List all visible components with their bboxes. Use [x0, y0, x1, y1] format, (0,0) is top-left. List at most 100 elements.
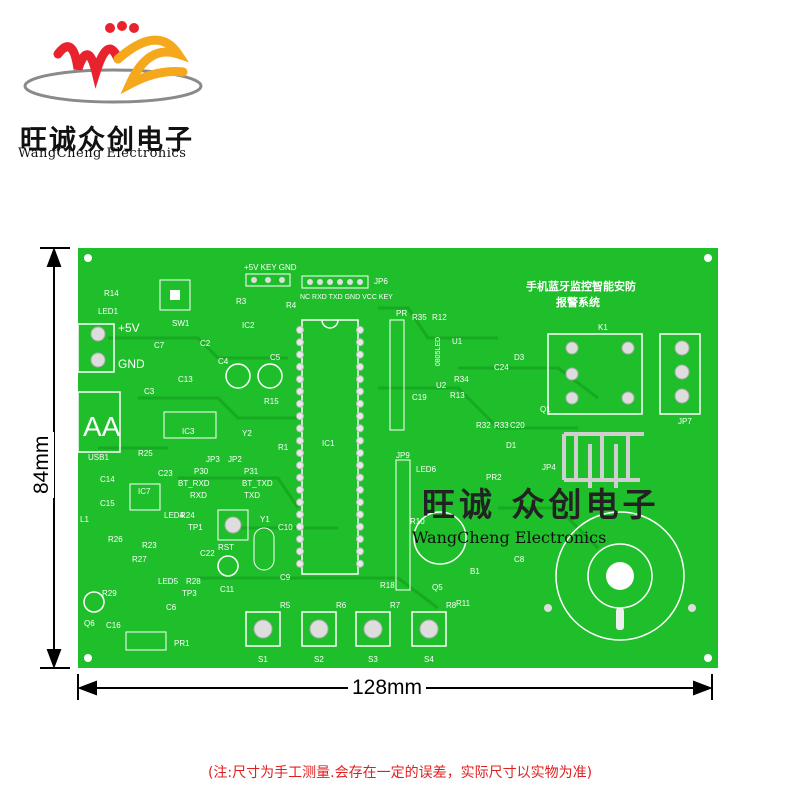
svg-text:AA: AA — [83, 411, 121, 442]
ic1-pin — [296, 522, 304, 531]
pushbutton-pad — [419, 619, 439, 639]
pcb-label: R7 — [390, 601, 401, 610]
ic1-pin — [356, 559, 364, 568]
pcb-label: C23 — [158, 469, 173, 478]
pcb-label: C5 — [270, 353, 281, 362]
pcb-label: C8 — [514, 555, 525, 564]
pcb-label: P30 — [194, 467, 209, 476]
pushbutton-footprint — [301, 611, 337, 647]
ic1-pin — [296, 412, 304, 421]
pcb-label: +5V KEY GND — [244, 263, 297, 272]
pcb-label: IC3 — [182, 427, 195, 436]
pcb-label: JP3 — [206, 455, 220, 464]
ic1-pin — [356, 326, 364, 334]
pcb-label: C16 — [106, 621, 121, 630]
pcb-label: S1 — [258, 655, 268, 664]
ic1-pin — [356, 473, 364, 482]
pcb-label: C6 — [166, 603, 177, 612]
pcb-label: TXD — [244, 491, 260, 500]
pcb-label: C2 — [200, 339, 211, 348]
pcb-label: LED5 — [158, 577, 179, 586]
pcb-label: PR2 — [486, 473, 502, 482]
ic1-pin — [296, 362, 304, 371]
ic1-pin — [356, 350, 364, 359]
pcb-label: Y2 — [242, 429, 252, 438]
pcb-label: R26 — [108, 535, 123, 544]
ic1-pin — [356, 535, 364, 544]
height-dimension: 84mm — [30, 431, 54, 498]
pcb-label: JP9 — [396, 451, 410, 460]
pcb-label: C19 — [412, 393, 427, 402]
pcb-label: C3 — [144, 387, 155, 396]
pcb-label: L1 — [80, 515, 89, 524]
pcb-label: IC2 — [242, 321, 255, 330]
pcb-label: R4 — [286, 301, 297, 310]
ic1-pin — [296, 436, 304, 445]
pcb-label: C22 — [200, 549, 215, 558]
pcb-label: IC1 — [322, 439, 335, 448]
pcb-label: C4 — [218, 357, 229, 366]
pushbutton-footprint — [355, 611, 391, 647]
pcb-label: R13 — [450, 391, 465, 400]
ic1-pin — [296, 498, 304, 507]
pcb-label: TP1 — [188, 523, 203, 532]
pcb-label: Q6 — [84, 619, 95, 628]
ic1-pin — [296, 326, 304, 334]
ic1-pin — [356, 522, 364, 531]
board-title-line2: 报警系统 — [556, 296, 600, 309]
ic1-pin — [296, 449, 304, 457]
pcb-label: R23 — [142, 541, 157, 550]
ic1-pin — [296, 375, 304, 384]
pcb-label: +5V — [118, 321, 140, 335]
pcb-label: R18 — [380, 581, 395, 590]
pcb-label: PR — [396, 309, 408, 318]
pcb-label: C11 — [220, 585, 235, 594]
watermark-en: WangCheng Electronics — [412, 528, 607, 547]
pcb-label: C14 — [100, 475, 115, 484]
brand-name-cn: 旺诚众创电子 — [20, 125, 194, 156]
pcb-label: TP3 — [182, 589, 197, 598]
pcb-label: R10 — [410, 517, 425, 526]
ic1-pin — [296, 350, 304, 359]
pushbutton-footprint — [245, 611, 281, 647]
pushbutton-pad — [253, 619, 273, 639]
ic1-pin — [356, 362, 364, 371]
pcb-label: Q5 — [432, 583, 443, 592]
pcb-label: C7 — [154, 341, 165, 350]
brand-logo-icon — [23, 21, 203, 104]
pcb-label: D1 — [506, 441, 517, 450]
ic1-pin — [296, 338, 304, 347]
pcb-label: R29 — [102, 589, 117, 598]
pcb-label: BT_TXD — [242, 479, 273, 488]
ic1-pin — [356, 387, 364, 396]
brand-name-en: WangCheng Electronics — [18, 146, 187, 161]
width-dimension: 128mm — [348, 676, 427, 700]
pcb-label: USB1 — [88, 453, 109, 462]
pushbutton-pad — [309, 619, 329, 639]
ic1-pin — [296, 387, 304, 396]
ic1-pin — [356, 547, 364, 556]
ic1-pin — [296, 559, 304, 568]
pcb-label: Y1 — [260, 515, 270, 524]
pcb-label: R5 — [280, 601, 291, 610]
pcb-label: R25 — [138, 449, 153, 458]
ic1-pin — [356, 510, 364, 519]
pcb-label: LED4 — [164, 511, 185, 520]
pcb-label: R3 — [236, 297, 247, 306]
ic1-pin — [296, 547, 304, 556]
pcb-label: R6 — [336, 601, 347, 610]
pcb-label: S2 — [314, 655, 324, 664]
pcb-label: C20 — [510, 421, 525, 430]
pcb-label: JP4 — [542, 463, 556, 472]
pcb-label: C15 — [100, 499, 115, 508]
pcb-label: JP7 — [678, 417, 692, 426]
pcb-label: R28 — [186, 577, 201, 586]
measurement-note: (注:尺寸为手工测量.会存在一定的误差，实际尺寸以实物为准) — [207, 765, 593, 781]
pcb-label: D3 — [514, 353, 525, 362]
pcb-label: GND — [118, 357, 145, 371]
pcb-label: PR1 — [174, 639, 190, 648]
pcb-label: RXD — [190, 491, 207, 500]
ic1-pin — [296, 399, 304, 408]
ic1-pin — [296, 461, 304, 470]
pcb-label: R15 — [264, 397, 279, 406]
